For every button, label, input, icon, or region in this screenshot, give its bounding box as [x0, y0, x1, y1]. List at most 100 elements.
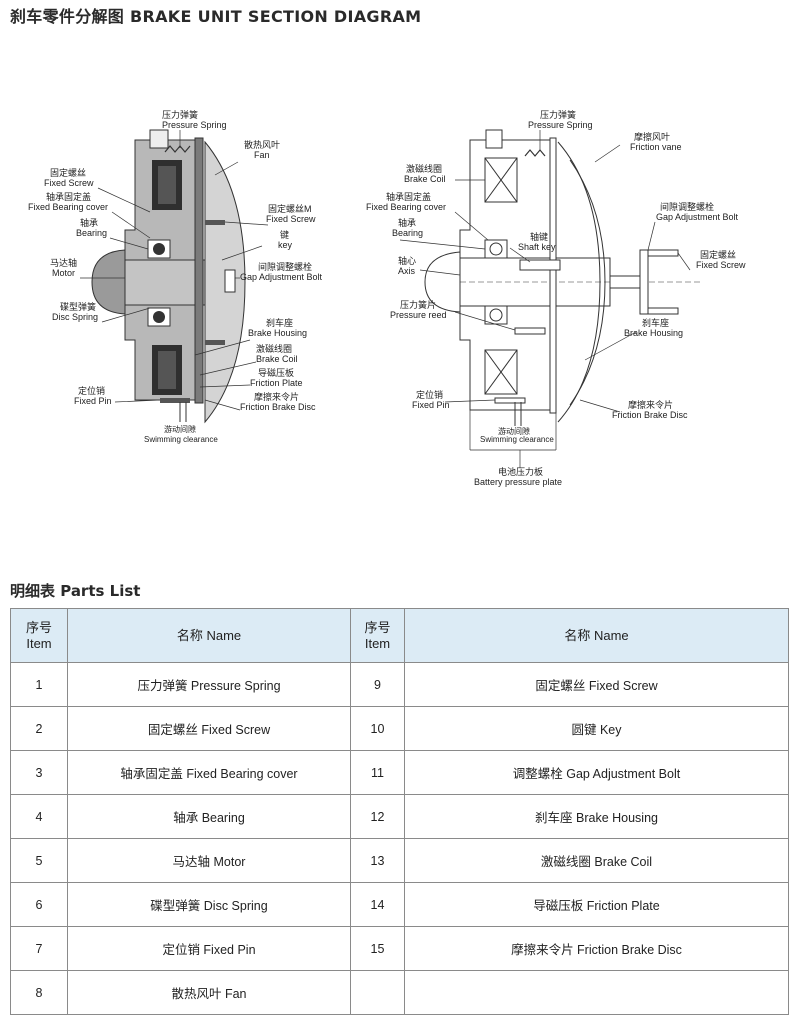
item-number: 15 [350, 926, 405, 971]
item-name-empty [404, 970, 789, 1015]
l-label-bearing-cn: 轴承 [80, 217, 98, 228]
item-number: 10 [350, 706, 405, 751]
table-row: 5 马达轴 Motor 13 激磁线圈 Brake Coil [10, 838, 789, 883]
r-label-friction-disc-cn: 摩擦来令片 [628, 399, 673, 410]
right-section-drawing: 压力弹簧 Pressure Spring 摩擦风叶 Friction vane … [366, 109, 746, 487]
table-row: 7 定位销 Fixed Pin 15 摩擦来令片 Friction Brake … [10, 926, 789, 971]
item-name: 圆键 Key [404, 706, 789, 751]
l-label-gap-bolt-en: Gap Adjustment Bolt [240, 272, 323, 282]
table-row: 8 散热风叶 Fan [10, 970, 789, 1015]
table-row: 2 固定螺丝 Fixed Screw 10 圆键 Key [10, 706, 789, 751]
l-label-fixed-screw-m-en: Fixed Screw [266, 214, 316, 224]
item-number: 3 [10, 750, 68, 795]
l-label-friction-disc-en: Friction Brake Disc [240, 402, 316, 412]
r-label-brake-housing-cn: 刹车座 [642, 317, 669, 328]
r-label-gap-bolt-en: Gap Adjustment Bolt [656, 212, 739, 222]
item-name: 调整螺栓 Gap Adjustment Bolt [404, 750, 789, 795]
r-label-friction-disc-en: Friction Brake Disc [612, 410, 688, 420]
header-item-en: Item [26, 635, 52, 651]
page-title: 刹车零件分解图 BRAKE UNIT SECTION DIAGRAM [10, 7, 422, 26]
item-name: 散热风叶 Fan [67, 970, 351, 1015]
r-label-shaft-key-en: Shaft key [518, 242, 556, 252]
l-label-motor-en: Motor [52, 268, 75, 278]
item-number: 9 [350, 662, 405, 707]
item-name: 激磁线圈 Brake Coil [404, 838, 789, 883]
r-label-friction-vane-en: Friction vane [630, 142, 682, 152]
r-label-fixed-pin-cn: 定位销 [416, 389, 443, 400]
item-number: 12 [350, 794, 405, 839]
item-number: 4 [10, 794, 68, 839]
header-name-left: 名称 Name [67, 608, 351, 663]
l-label-friction-plate-en: Friction Plate [250, 378, 303, 388]
item-number: 8 [10, 970, 68, 1015]
l-label-disc-spring-cn: 碟型弹簧 [60, 301, 96, 312]
r-label-gap-bolt-cn: 间隙调整螺栓 [660, 201, 714, 212]
header-item-cn: 序号 [364, 619, 391, 635]
r-label-battery-plate-en: Battery pressure plate [474, 477, 562, 487]
table-row: 4 轴承 Bearing 12 刹车座 Brake Housing [10, 794, 789, 839]
item-name: 固定螺丝 Fixed Screw [67, 706, 351, 751]
r-label-bearing-cover-en: Fixed Bearing cover [366, 202, 446, 212]
item-number: 2 [10, 706, 68, 751]
l-label-brake-coil-en: Brake Coil [256, 354, 298, 364]
table-row: 1 压力弹簧 Pressure Spring 9 固定螺丝 Fixed Scre… [10, 662, 789, 707]
r-label-axis-cn: 轴心 [398, 255, 416, 266]
r-label-fixed-screw-cn: 固定螺丝 [700, 249, 736, 260]
l-label-fan-cn: 散热风叶 [244, 139, 280, 150]
l-label-brake-housing-cn: 刹车座 [266, 317, 293, 328]
r-label-pressure-reed-cn: 压力簧片 [400, 299, 436, 310]
item-name: 刹车座 Brake Housing [404, 794, 789, 839]
l-label-gap-bolt-cn: 间隙调整螺栓 [258, 261, 312, 272]
r-label-bearing-en: Bearing [392, 228, 423, 238]
table-row: 6 碟型弹簧 Disc Spring 14 导磁压板 Friction Plat… [10, 882, 789, 927]
l-label-pressure-spring-en: Pressure Spring [162, 120, 227, 130]
brake-section-diagram: 压力弹簧 Pressure Spring 散热风叶 Fan 固定螺丝 Fixed… [28, 109, 746, 487]
table-row: 3 轴承固定盖 Fixed Bearing cover 11 调整螺栓 Gap … [10, 750, 789, 795]
l-label-fixed-pin-en: Fixed Pin [74, 396, 112, 406]
item-number: 1 [10, 662, 68, 707]
r-label-axis-en: Axis [398, 266, 416, 276]
item-number: 6 [10, 882, 68, 927]
l-label-bearing-cover-en: Fixed Bearing cover [28, 202, 108, 212]
r-label-clearance-en: Swimming clearance [480, 435, 554, 444]
r-label-bearing-cn: 轴承 [398, 217, 416, 228]
l-label-friction-disc-cn: 摩擦来令片 [254, 391, 299, 402]
item-name: 固定螺丝 Fixed Screw [404, 662, 789, 707]
r-label-friction-vane-cn: 摩擦风叶 [634, 131, 670, 142]
r-label-pressure-reed-en: Pressure reed [390, 310, 447, 320]
item-number: 11 [350, 750, 405, 795]
r-label-brake-coil-en: Brake Coil [404, 174, 446, 184]
l-label-key-cn: 键 [280, 229, 289, 240]
parts-list-heading: 明细表 Parts List [10, 582, 141, 600]
l-label-friction-plate-cn: 导磁压板 [258, 367, 294, 378]
r-label-fixed-pin-en: Fixed Pin [412, 400, 450, 410]
item-number: 7 [10, 926, 68, 971]
r-label-battery-plate-cn: 电池压力板 [498, 466, 543, 477]
l-label-fixed-pin-cn: 定位销 [78, 385, 105, 396]
l-label-fixed-screw-cn: 固定螺丝 [50, 167, 86, 178]
r-label-shaft-key-cn: 轴键 [530, 231, 548, 242]
l-label-brake-housing-en: Brake Housing [248, 328, 307, 338]
r-label-bearing-cover-cn: 轴承固定盖 [386, 191, 431, 202]
left-section-drawing: 压力弹簧 Pressure Spring 散热风叶 Fan 固定螺丝 Fixed… [28, 109, 323, 444]
l-label-fixed-screw-en: Fixed Screw [44, 178, 94, 188]
item-number: 14 [350, 882, 405, 927]
r-label-fixed-screw-en: Fixed Screw [696, 260, 746, 270]
item-name: 压力弹簧 Pressure Spring [67, 662, 351, 707]
item-name: 摩擦来令片 Friction Brake Disc [404, 926, 789, 971]
l-label-brake-coil-cn: 激磁线圈 [256, 343, 292, 354]
item-number: 5 [10, 838, 68, 883]
item-name: 马达轴 Motor [67, 838, 351, 883]
l-label-fan-en: Fan [254, 150, 270, 160]
r-label-clearance-cn: 游动间隙 [498, 426, 530, 436]
item-number-empty [350, 970, 405, 1015]
header-item-en: Item [364, 635, 391, 651]
header-item-cn: 序号 [25, 619, 52, 635]
item-name: 碟型弹簧 Disc Spring [67, 882, 351, 927]
item-name: 导磁压板 Friction Plate [404, 882, 789, 927]
item-name: 轴承固定盖 Fixed Bearing cover [67, 750, 351, 795]
